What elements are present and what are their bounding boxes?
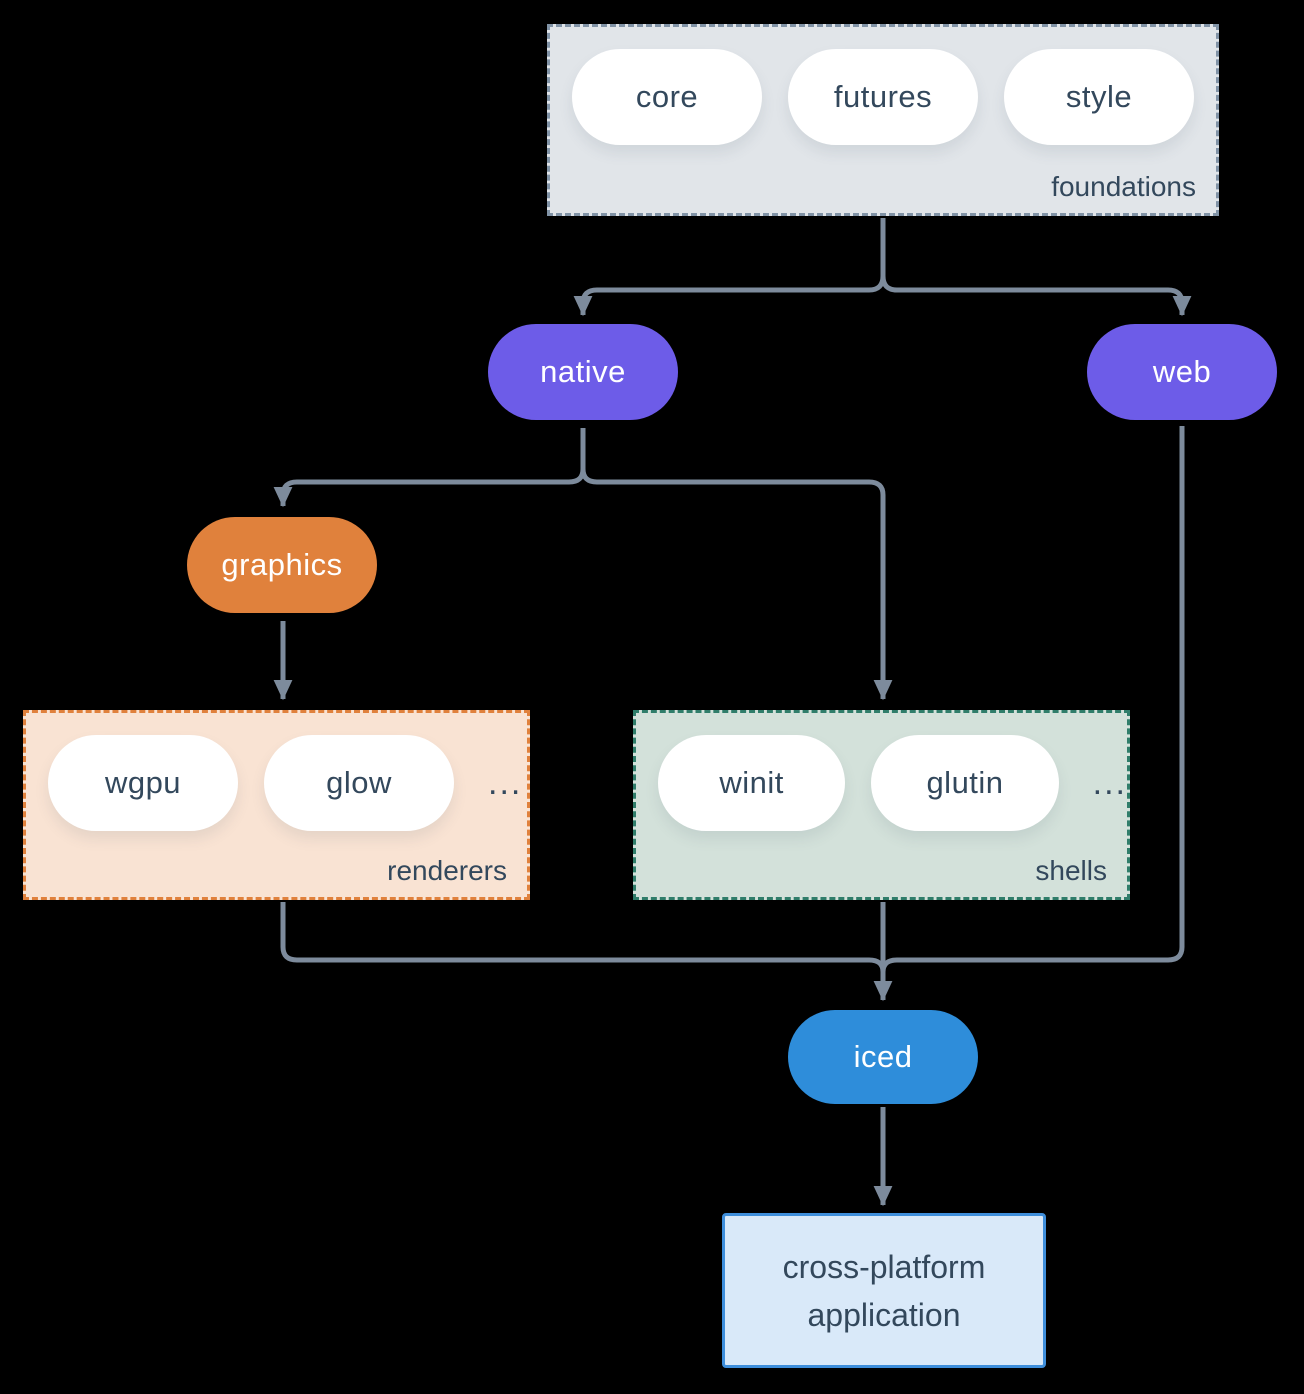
application-label: cross-platform application — [782, 1248, 986, 1333]
node-style: style — [1004, 49, 1194, 145]
edge-foundations-to-web — [880, 218, 1192, 317]
node-graphics: graphics — [187, 517, 377, 613]
group-foundations: core futures style foundations — [547, 24, 1219, 216]
node-glow: glow — [264, 735, 454, 831]
node-web: web — [1087, 324, 1277, 420]
foundations-pill-row: core futures style — [550, 27, 1216, 145]
renderers-pill-row: wgpu glow ... — [26, 713, 527, 831]
node-glutin: glutin — [871, 735, 1059, 831]
node-native: native — [488, 324, 678, 420]
node-wgpu: wgpu — [48, 735, 238, 831]
foundations-label: foundations — [1051, 171, 1196, 202]
edge-native-to-graphics — [273, 428, 586, 508]
group-renderers: wgpu glow ... renderers — [23, 710, 530, 900]
edge-foundations-to-native — [573, 218, 886, 317]
node-winit: winit — [658, 735, 846, 831]
group-shells: winit glutin ... shells — [633, 710, 1130, 900]
node-core: core — [572, 49, 762, 145]
node-cross-platform-application: cross-platform application — [722, 1213, 1046, 1368]
node-futures: futures — [788, 49, 978, 145]
renderers-label: renderers — [387, 855, 507, 886]
node-iced: iced — [788, 1010, 978, 1104]
edge-native-to-shells — [580, 428, 893, 701]
shells-label: shells — [1035, 855, 1107, 886]
renderers-ellipsis: ... — [488, 763, 523, 802]
edge-renderers-to-merge — [280, 902, 886, 973]
shells-pill-row: winit glutin ... — [636, 713, 1127, 831]
shells-ellipsis: ... — [1092, 763, 1127, 802]
